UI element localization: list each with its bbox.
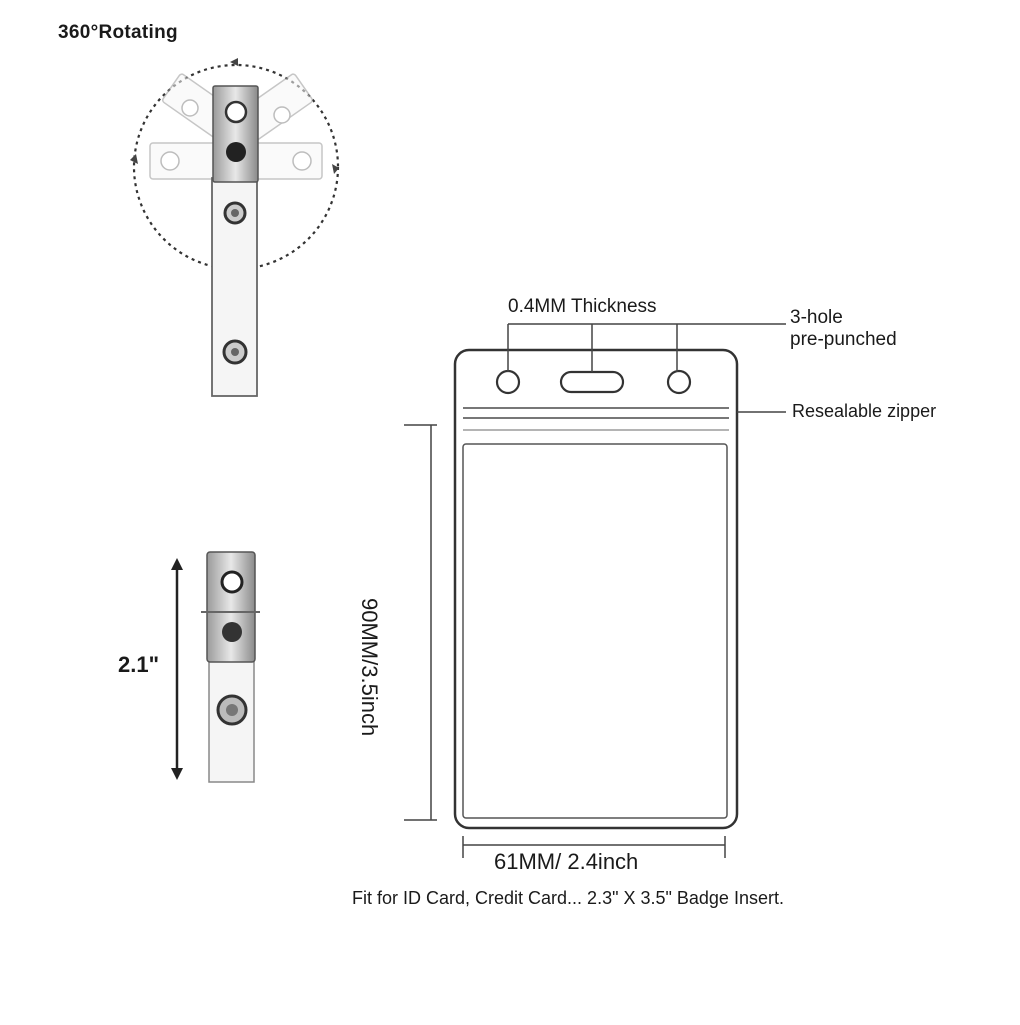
badge-inner	[462, 443, 728, 819]
rotation-arrow-left	[130, 154, 138, 164]
rotating-clip-illustration	[130, 58, 340, 397]
holes-label-line2: pre-punched	[790, 329, 897, 350]
holes-label: 3-hole pre-punched	[790, 307, 897, 351]
badge-holder	[404, 323, 786, 858]
clip-metal	[212, 85, 259, 183]
side-clip-hole	[220, 570, 244, 594]
clip-side-illustration	[171, 551, 260, 783]
rotation-arrow-top	[230, 58, 238, 66]
punch-hole-right	[666, 369, 692, 395]
zipper-label: Resealable zipper	[792, 401, 937, 421]
clip-hole-top	[224, 100, 248, 124]
clip-height-label: 2.1"	[118, 652, 160, 677]
punch-slot-middle	[559, 370, 625, 394]
rotating-label: 360°Rotating	[58, 22, 178, 43]
height-label: 90MM/3.5inch	[357, 598, 382, 737]
rotation-arrow-right	[332, 164, 339, 174]
punch-hole-left	[495, 369, 521, 395]
width-label: 61MM/ 2.4inch	[494, 849, 639, 874]
holes-label-line1: 3-hole	[790, 307, 843, 328]
clip-hole-middle	[226, 142, 246, 162]
side-clip-rivet	[222, 622, 242, 642]
rotation-circle	[132, 63, 340, 271]
side-clip-metal	[206, 551, 256, 663]
footer-caption: Fit for ID Card, Credit Card... 2.3" X 3…	[352, 888, 784, 908]
thickness-label: 0.4MM Thickness	[508, 296, 657, 317]
